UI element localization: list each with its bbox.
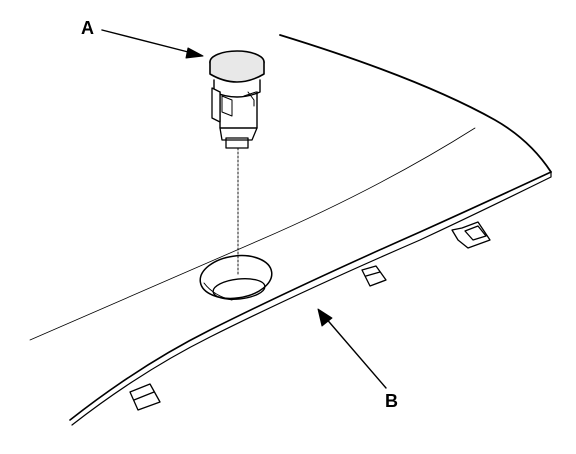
panel-clips	[129, 221, 491, 411]
callout-label-b: B	[385, 391, 398, 411]
callout-label-a: A	[81, 18, 94, 38]
mounting-hole	[199, 254, 273, 301]
panel-clip	[451, 221, 491, 249]
leader-arrow-a	[101, 29, 204, 59]
trim-panel	[29, 34, 552, 426]
panel-clip	[361, 265, 387, 287]
leader-arrow-b	[317, 308, 387, 389]
switch-part	[209, 50, 265, 149]
panel-clip	[129, 383, 161, 411]
